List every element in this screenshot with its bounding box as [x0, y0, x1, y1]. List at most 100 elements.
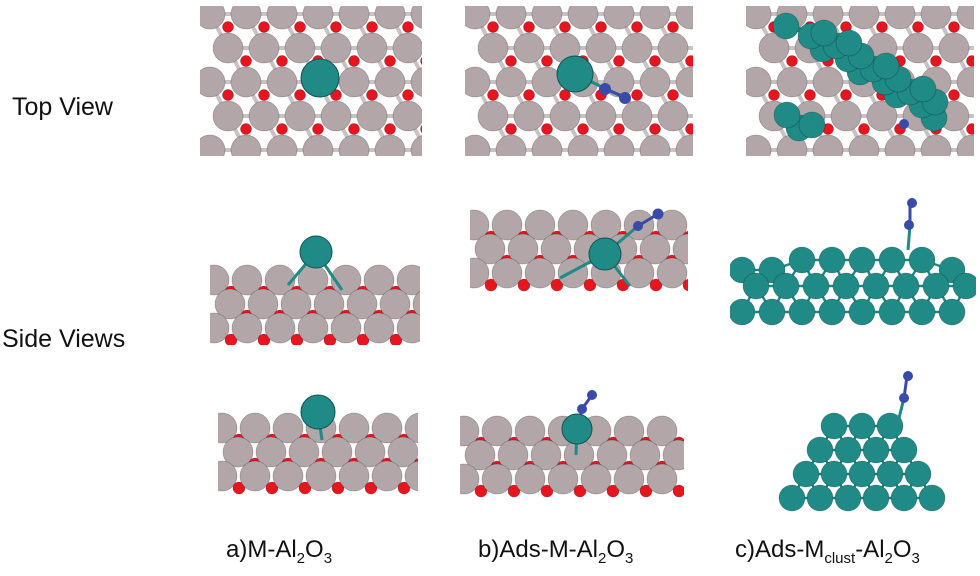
- al-atom: [320, 32, 352, 64]
- al-atom: [297, 312, 329, 344]
- panel-b-side-view-2: [460, 383, 684, 508]
- adsorbate-atom: [904, 220, 914, 230]
- metal-cluster-atom: [834, 436, 862, 464]
- metal-cluster-atom: [832, 272, 860, 300]
- al-atom: [920, 134, 952, 156]
- o-atom: [420, 56, 422, 66]
- al-atom: [363, 312, 395, 344]
- metal-cluster-atom: [918, 484, 946, 512]
- metal-cluster-atom: [848, 246, 876, 274]
- al-atom: [956, 6, 974, 30]
- metal-cluster-atom: [890, 436, 918, 464]
- al-atom: [396, 312, 420, 344]
- o-atom: [222, 89, 234, 101]
- al-atom: [758, 32, 790, 64]
- al-atom: [363, 264, 395, 296]
- metal-atom: [556, 55, 594, 93]
- panel-a-top-view: [200, 6, 422, 156]
- o-atom: [876, 21, 888, 33]
- al-atom: [596, 439, 628, 471]
- al-atom: [495, 66, 527, 98]
- al-atom: [656, 209, 688, 241]
- metal-cluster-atom: [820, 460, 848, 488]
- o-atom: [294, 89, 306, 101]
- al-atom: [200, 66, 226, 98]
- o-atom: [804, 89, 816, 101]
- al-atom: [603, 6, 635, 30]
- al-atom: [902, 32, 934, 64]
- o-atom: [487, 21, 499, 33]
- al-atom: [214, 288, 246, 320]
- slab-top-b: [465, 6, 693, 156]
- o-atom: [402, 89, 414, 101]
- o-atom: [258, 89, 270, 101]
- al-atom: [848, 6, 880, 30]
- al-atom: [672, 233, 688, 265]
- o-atom: [541, 55, 553, 67]
- al-atom: [495, 134, 527, 156]
- metal-cluster-atom: [788, 298, 816, 326]
- metal-cluster-atom: [848, 412, 876, 440]
- o-atom: [649, 123, 661, 135]
- al-atom: [338, 460, 370, 492]
- al-atom: [392, 32, 422, 64]
- al-atom: [338, 412, 370, 444]
- o-atom: [786, 55, 798, 67]
- adsorbate-atom: [619, 92, 631, 104]
- adsorbate-atom: [577, 404, 587, 414]
- slab-side-a2: [218, 394, 418, 495]
- al-atom: [212, 32, 244, 64]
- o-atom: [402, 21, 414, 33]
- al-atom: [524, 257, 556, 289]
- metal-cluster-atom: [773, 101, 801, 129]
- o-atom: [550, 278, 564, 292]
- al-atom: [746, 66, 772, 98]
- al-atom: [239, 412, 271, 444]
- al-atom: [474, 233, 506, 265]
- al-atom: [412, 290, 420, 318]
- al-atom: [404, 460, 418, 492]
- metal-cluster-atom: [798, 111, 826, 139]
- metal-cluster-atom: [818, 246, 846, 274]
- metal-cluster-atom: [772, 12, 800, 40]
- o-atom: [348, 55, 360, 67]
- al-atom: [646, 415, 678, 447]
- o-atom: [517, 278, 531, 292]
- metal-atom: [299, 235, 333, 269]
- al-atom: [675, 6, 693, 30]
- o-atom: [649, 55, 661, 67]
- al-atom: [477, 100, 509, 132]
- al-atom: [465, 66, 491, 98]
- caption-c: c)Ads-Mclust-Al2O3: [735, 536, 920, 567]
- al-atom: [330, 312, 362, 344]
- al-atom: [477, 32, 509, 64]
- al-atom: [200, 134, 226, 156]
- al-atom: [460, 415, 480, 447]
- al-atom: [230, 6, 262, 30]
- o-atom: [930, 55, 942, 67]
- al-atom: [812, 66, 844, 98]
- al-atom: [866, 100, 898, 132]
- al-atom: [497, 439, 529, 471]
- metal-cluster-atom: [742, 272, 770, 300]
- al-atom: [410, 67, 422, 97]
- al-atom: [464, 439, 496, 471]
- al-atom: [374, 66, 406, 98]
- al-atom: [613, 463, 645, 495]
- metal-cluster-atom: [848, 298, 876, 326]
- al-atom: [531, 134, 563, 156]
- o-atom: [474, 484, 488, 498]
- o-atom: [631, 89, 643, 101]
- al-atom: [621, 100, 653, 132]
- metal-cluster-atom: [806, 436, 834, 464]
- al-atom: [465, 134, 491, 156]
- al-atom: [239, 460, 271, 492]
- panel-a-side-view-1: [210, 230, 420, 345]
- o-atom: [487, 89, 499, 101]
- al-atom: [662, 439, 684, 471]
- al-atom: [547, 463, 579, 495]
- al-atom: [371, 460, 403, 492]
- al-atom: [524, 209, 556, 241]
- al-atom: [830, 100, 862, 132]
